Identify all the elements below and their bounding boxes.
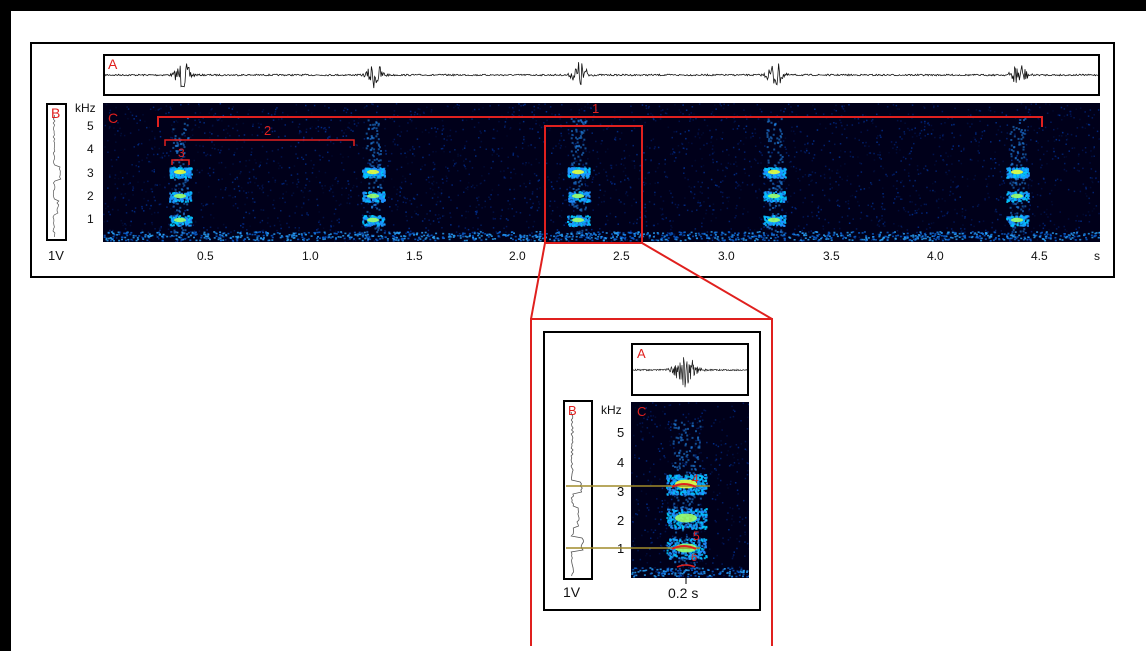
harmonic-mark-4-label: 4 [692, 472, 699, 486]
harmonic-mark-6 [677, 565, 695, 567]
harmonic-mark-5-label: 5 [693, 529, 700, 543]
zoom-time-scale-label: 0.2 s [668, 585, 698, 601]
harmonic-mark-6-label: 6 [691, 552, 697, 564]
